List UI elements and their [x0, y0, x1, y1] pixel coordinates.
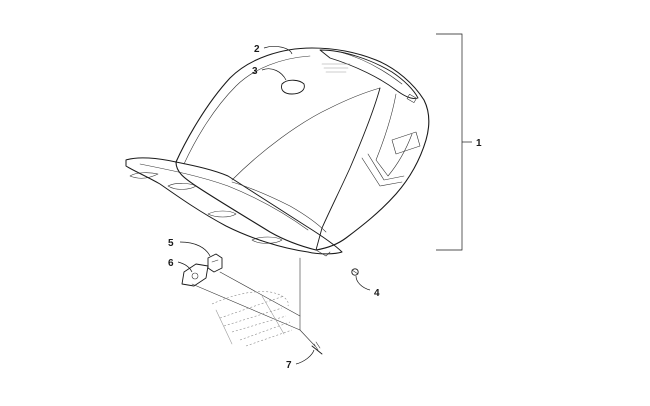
emblem-patch	[281, 79, 305, 95]
bracket-part	[181, 263, 209, 287]
callout-5: 5	[168, 238, 174, 249]
callout-7: 7	[286, 360, 292, 371]
leader-4	[355, 275, 371, 291]
leader-6	[177, 261, 193, 273]
seat-assembly	[125, 47, 430, 257]
latch-part	[207, 253, 223, 273]
callout-4: 4	[374, 288, 380, 299]
seat-underside-pads	[129, 172, 283, 244]
seat-cushion	[175, 47, 430, 251]
callout-1: 1	[476, 138, 482, 149]
leader-3	[261, 68, 287, 81]
ghost-sketch	[211, 291, 293, 347]
assembly-bracket	[436, 33, 463, 251]
callout-3: 3	[252, 66, 258, 77]
callout-6: 6	[168, 258, 174, 269]
leader-2	[263, 46, 293, 55]
seat-base	[125, 157, 343, 255]
screw-part	[311, 341, 323, 355]
leader-7	[295, 349, 315, 365]
callout-2: 2	[254, 44, 260, 55]
plug-part	[351, 268, 359, 276]
leader-5	[179, 241, 211, 257]
